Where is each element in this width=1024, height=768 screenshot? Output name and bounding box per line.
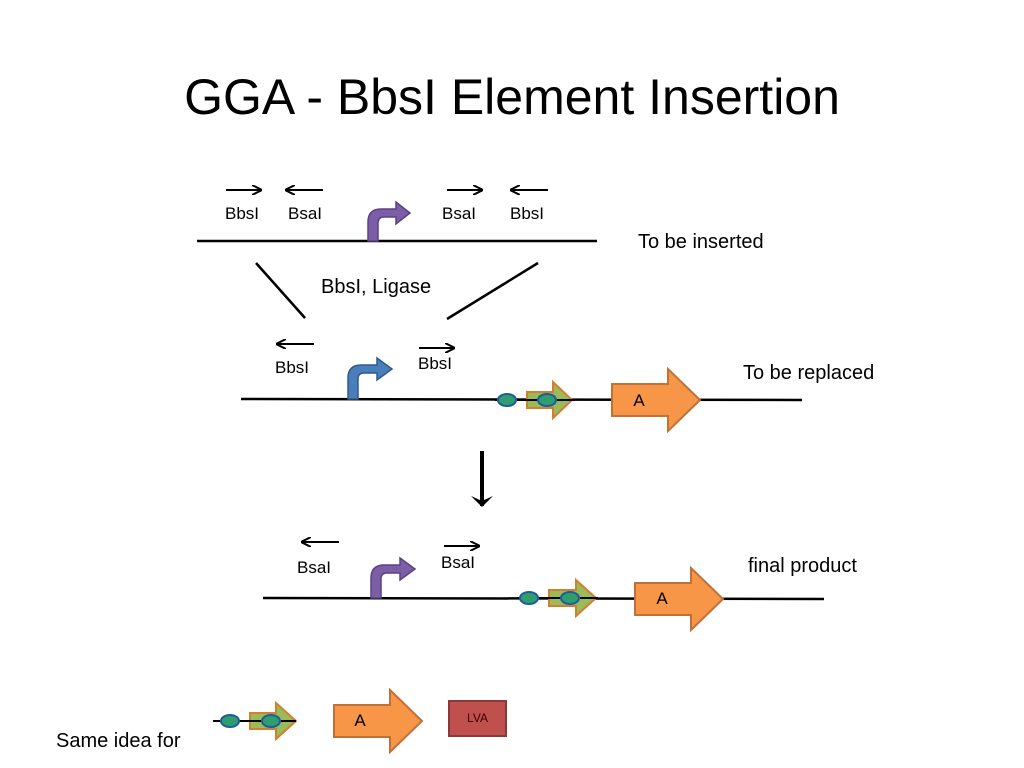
top-side-label: To be inserted: [638, 231, 764, 253]
top-site-label-4: BbsI: [510, 204, 545, 223]
promoter-purple-icon: [367, 200, 412, 242]
middle-side-label: To be replaced: [743, 362, 875, 384]
top-site-label-3: BsaI: [442, 204, 477, 223]
top-site-label-2: BsaI: [288, 204, 323, 223]
footer-text: Same idea for: [56, 730, 181, 752]
middle-oval-2-icon: [537, 393, 557, 407]
slide-title: GGA - BbsI Element Insertion: [184, 69, 840, 125]
middle-site-label-2: BbsI: [418, 354, 453, 373]
reaction-label: BbsI, Ligase: [321, 276, 432, 298]
bottom-gene-arrow-icon: [634, 565, 725, 633]
bottom-oval-2-icon: [560, 591, 580, 605]
promoter-blue-icon: [347, 356, 394, 400]
bottom-site-label-1: BsaI: [297, 558, 332, 577]
middle-gene-arrow-icon: [611, 366, 702, 434]
middle-oval-1-icon: [497, 393, 517, 407]
bottom-oval-1-icon: [519, 591, 539, 605]
top-site-label-1: BbsI: [225, 204, 260, 223]
lva-label: LVA: [467, 711, 488, 725]
bottom-side-label: final product: [748, 555, 857, 577]
bottom-gene-label: A: [656, 589, 668, 608]
footer-oval-2-icon: [261, 714, 281, 728]
footer-gene-label: A: [354, 711, 366, 730]
left-reaction-line: [255, 262, 306, 319]
middle-site-label-1: BbsI: [275, 358, 310, 377]
bottom-site-label-2: BsaI: [441, 553, 476, 572]
lva-box: [448, 700, 507, 737]
footer-oval-1-icon: [220, 714, 240, 728]
footer-gene-arrow-icon: [333, 687, 424, 755]
bottom-promoter-purple-icon: [370, 556, 417, 599]
right-reaction-line: [446, 261, 539, 321]
middle-gene-label: A: [633, 391, 645, 410]
